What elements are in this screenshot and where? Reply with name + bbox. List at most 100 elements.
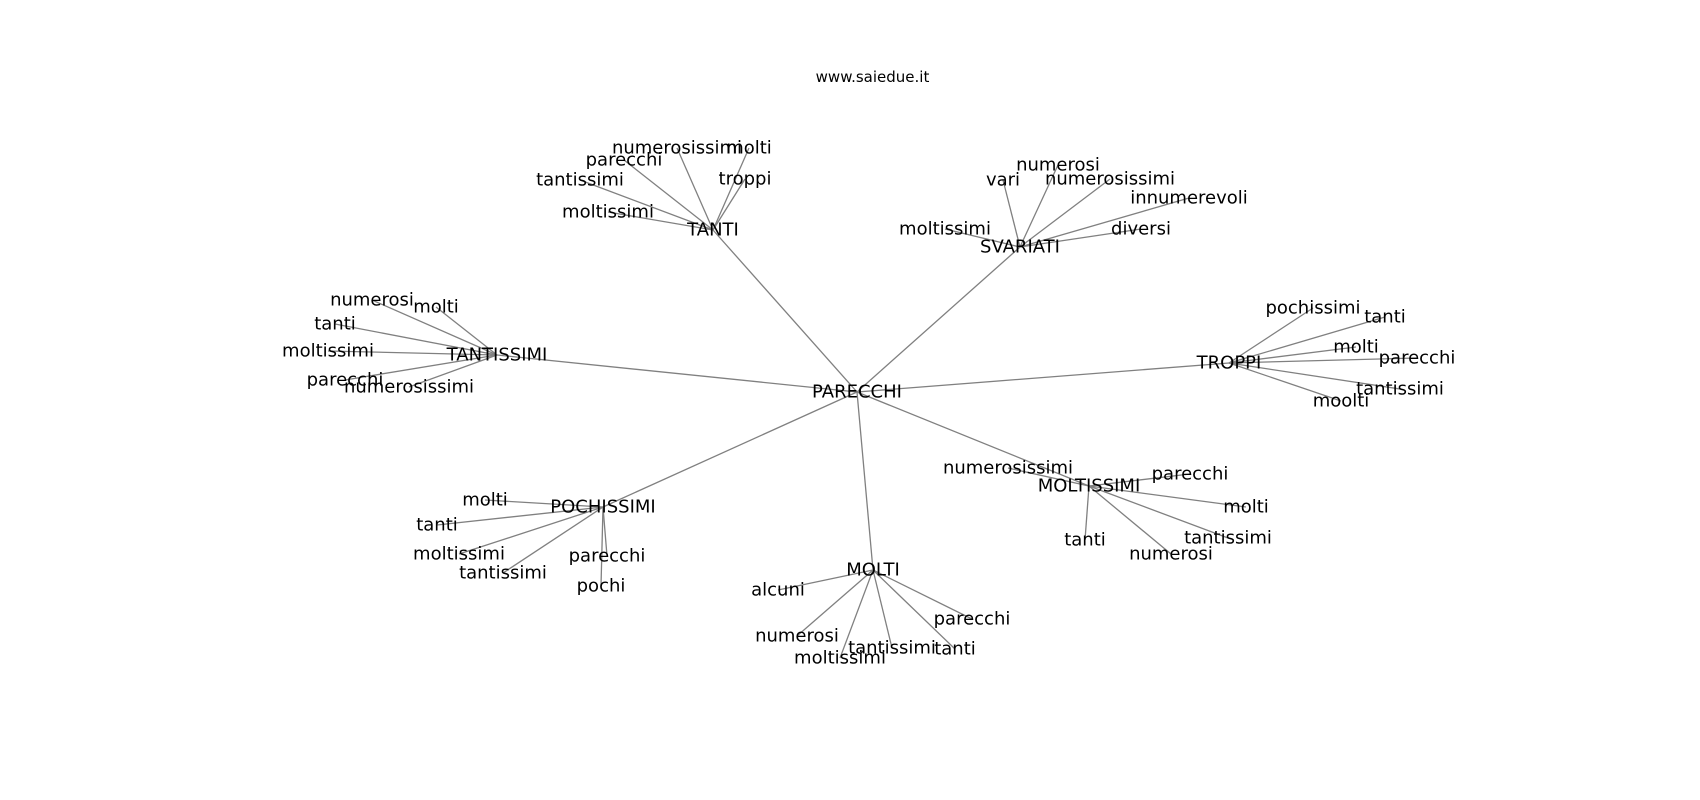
edge-troppi-parecchi — [1228, 357, 1418, 364]
edge-moltissimi-parecchi — [1088, 473, 1191, 487]
edge-svariati-innumerevoli — [1019, 197, 1190, 248]
leaf-node-molti-tanti: tanti — [934, 639, 976, 660]
leaf-node-tantissimi-parecchi: parecchi — [307, 370, 384, 391]
edge-molti-parecchi — [872, 569, 973, 620]
leaf-node-tanti-tantissimi: tantissimi — [536, 170, 624, 191]
edge-tantissimi-moltissimi — [327, 350, 498, 356]
leaf-node-svariati-vari: vari — [986, 170, 1020, 191]
edge-molti-tantissimi — [872, 569, 893, 649]
edge-svariati-diversi — [1019, 228, 1142, 248]
edge-troppi-molti — [1228, 346, 1357, 364]
edge-moltissimi-molti — [1088, 485, 1247, 508]
leaf-node-troppi-parecchi: parecchi — [1379, 348, 1456, 369]
edge-tanti-molti — [712, 147, 750, 231]
edge-moltissimi-numerosissimi — [1007, 467, 1090, 487]
leaf-node-molti-tantissimi: tantissimi — [848, 638, 936, 659]
edge-tantissimi-numerosissimi — [408, 354, 498, 388]
hub-node-pochissimi: POCHISSIMI — [550, 497, 655, 518]
leaf-node-moltissimi-molti: molti — [1223, 497, 1269, 518]
leaf-node-svariati-diversi: diversi — [1111, 219, 1171, 240]
leaf-node-pochissimi-tanti: tanti — [416, 515, 458, 536]
leaf-node-tanti-troppi: troppi — [719, 169, 772, 190]
leaf-node-tanti-parecchi: parecchi — [586, 150, 663, 171]
edge-center-tanti — [712, 229, 858, 393]
edge-troppi-tantissimi — [1228, 362, 1401, 390]
leaf-node-pochissimi-tantissimi: tantissimi — [459, 563, 547, 584]
leaf-node-troppi-tanti: tanti — [1364, 307, 1406, 328]
edge-moltissimi-numerosi — [1088, 485, 1172, 555]
hub-node-tanti: TANTI — [686, 220, 739, 241]
edge-troppi-pochissimi — [1228, 307, 1314, 364]
leaf-node-troppi-tantissimi: tantissimi — [1356, 379, 1444, 400]
hub-node-molti: MOLTI — [846, 560, 900, 581]
edge-pochissimi-pochi — [600, 506, 604, 587]
leaf-node-tanti-numerosissimi: numerosissimi — [612, 138, 742, 159]
edge-tanti-troppi — [712, 178, 746, 231]
leaf-node-tantissimi-numerosissimi: numerosissimi — [344, 377, 474, 398]
edge-tantissimi-molti — [435, 306, 498, 356]
leaf-node-troppi-moolti: moolti — [1313, 391, 1370, 412]
leaf-node-tantissimi-moltissimi: moltissimi — [282, 341, 374, 362]
leaf-node-svariati-moltissimi: moltissimi — [899, 219, 991, 240]
edge-tanti-numerosissimi — [676, 147, 714, 231]
leaf-node-tantissimi-molti: molti — [413, 297, 459, 318]
leaf-node-moltissimi-parecchi: parecchi — [1152, 464, 1229, 485]
hub-node-moltissimi: MOLTISSIMI — [1038, 476, 1141, 497]
edge-tanti-tantissimi — [579, 179, 714, 231]
edge-pochissimi-tanti — [436, 506, 604, 526]
edge-center-moltissimi — [856, 391, 1090, 487]
leaf-node-pochissimi-moltissimi: moltissimi — [413, 544, 505, 565]
hub-node-svariati: SVARIATI — [980, 237, 1060, 258]
edge-svariati-numerosi — [1019, 164, 1059, 248]
edge-pochissimi-tantissimi — [502, 506, 604, 574]
edge-pochissimi-molti — [484, 499, 604, 508]
edge-center-troppi — [856, 362, 1230, 393]
leaf-node-moltissimi-numerosi: numerosi — [1129, 544, 1213, 565]
edge-center-tantissimi — [496, 354, 858, 393]
leaf-node-moltissimi-tanti: tanti — [1064, 530, 1106, 551]
edge-center-molti — [856, 391, 874, 571]
hub-node-troppi: TROPPI — [1196, 353, 1262, 374]
leaf-node-molti-parecchi: parecchi — [934, 609, 1011, 630]
leaf-node-tantissimi-tanti: tanti — [314, 314, 356, 335]
leaf-node-troppi-pochissimi: pochissimi — [1265, 298, 1360, 319]
leaf-node-pochissimi-molti: molti — [462, 490, 508, 511]
edge-svariati-vari — [1002, 179, 1021, 248]
leaf-node-molti-alcuni: alcuni — [751, 580, 805, 601]
edge-svariati-numerosissimi — [1019, 178, 1111, 248]
edge-svariati-moltissimi — [944, 228, 1021, 248]
edge-tanti-parecchi — [623, 159, 714, 231]
edge-molti-numerosi — [796, 569, 874, 637]
edge-troppi-moolti — [1228, 362, 1342, 402]
leaf-node-moltissimi-tantissimi: tantissimi — [1184, 528, 1272, 549]
edge-center-pochissimi — [602, 391, 858, 508]
leaf-node-svariati-numerosi: numerosi — [1016, 155, 1100, 176]
site-url: www.saiedue.it — [815, 68, 930, 86]
leaf-node-troppi-molti: molti — [1333, 337, 1379, 358]
edge-pochissimi-moltissimi — [458, 506, 604, 555]
leaf-node-pochissimi-pochi: pochi — [577, 576, 626, 597]
edge-tantissimi-parecchi — [344, 354, 498, 381]
edge-tanti-moltissimi — [607, 211, 714, 231]
edge-center-svariati — [856, 246, 1021, 393]
edge-molti-tanti — [872, 569, 956, 650]
leaf-node-molti-moltissimi: moltissimi — [794, 648, 886, 669]
edge-molti-alcuni — [777, 569, 874, 591]
leaf-node-moltissimi-numerosissimi: numerosissimi — [943, 458, 1073, 479]
edge-moltissimi-tantissimi — [1088, 485, 1229, 539]
edge-moltissimi-tanti — [1084, 485, 1090, 541]
edge-pochissimi-parecchi — [602, 506, 608, 557]
leaf-node-svariati-numerosissimi: numerosissimi — [1045, 169, 1175, 190]
leaf-node-pochissimi-parecchi: parecchi — [569, 546, 646, 567]
leaf-node-svariati-innumerevoli: innumerevoli — [1130, 188, 1248, 209]
hub-node-tantissimi: TANTISSIMI — [446, 345, 548, 366]
edge-troppi-tanti — [1228, 316, 1386, 364]
edge-molti-moltissimi — [839, 569, 874, 659]
leaf-node-tanti-moltissimi: moltissimi — [562, 202, 654, 223]
leaf-node-molti-numerosi: numerosi — [755, 626, 839, 647]
leaf-node-tantissimi-numerosi: numerosi — [330, 290, 414, 311]
edge-tantissimi-numerosi — [371, 299, 498, 356]
edge-tantissimi-tanti — [334, 323, 498, 356]
center-node-label: PARECCHI — [812, 382, 902, 403]
